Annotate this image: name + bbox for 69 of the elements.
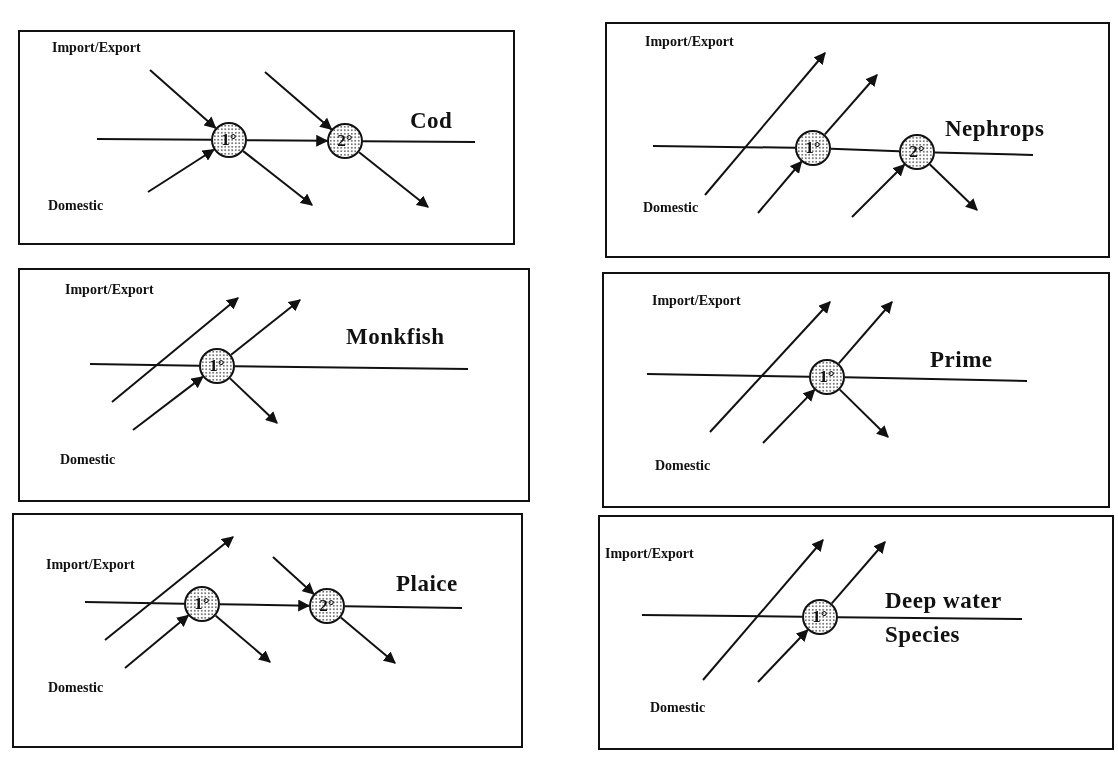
flow-label: Import/Export [46, 557, 135, 573]
species-label: Prime [930, 346, 994, 374]
flow-arrow [246, 134, 329, 147]
stage-circle: 2° [309, 588, 345, 624]
flow-arrow [757, 160, 803, 214]
flow-label: Domestic [60, 452, 116, 468]
flow-arrow [264, 71, 333, 131]
flow-line [830, 147, 900, 153]
flow-label: Domestic [48, 680, 104, 696]
stage-circle: 2° [327, 123, 363, 159]
flow-arrow [132, 375, 204, 431]
flow-label: Domestic [655, 458, 711, 474]
stage-circle: 2° [899, 134, 935, 170]
stage-circle: 1° [795, 130, 831, 166]
flow-label: Import/Export [65, 282, 154, 298]
species-label: Monkfish [346, 323, 446, 351]
flow-arrow [272, 556, 315, 595]
stage-circle: 1° [809, 359, 845, 395]
flow-arrow [147, 148, 215, 193]
flow-arrow [830, 541, 886, 605]
flow-label: Import/Export [605, 546, 694, 562]
stage-circle: 1° [184, 586, 220, 622]
flow-arrow [823, 74, 878, 136]
flow-line [646, 373, 810, 378]
diagram-panel [18, 268, 530, 502]
flow-line [934, 151, 1034, 156]
diagram-panel [18, 30, 515, 245]
flow-label: Domestic [48, 198, 104, 214]
species-label: Deep water Species [885, 587, 1003, 649]
stage-circle: 1° [199, 348, 235, 384]
flow-line [89, 363, 200, 367]
flow-arrow [762, 388, 816, 444]
flow-line [837, 616, 1023, 620]
flow-label: Import/Export [652, 293, 741, 309]
flow-label: Domestic [643, 200, 699, 216]
flow-line [641, 614, 803, 618]
flow-label: Import/Export [52, 40, 141, 56]
flow-line [234, 365, 469, 370]
flow-line [84, 601, 185, 605]
flow-line [652, 145, 796, 149]
diagram-panel [602, 272, 1110, 508]
species-label: Cod [410, 107, 454, 135]
flow-arrow [757, 629, 809, 683]
flow-arrow [214, 614, 271, 663]
flow-label: Import/Export [645, 34, 734, 50]
diagram-panel [598, 515, 1114, 750]
flow-arrow [358, 151, 429, 208]
flow-arrow [339, 616, 396, 664]
flow-arrow [230, 299, 301, 356]
diagram-panel [605, 22, 1110, 258]
flow-arrow [837, 301, 893, 365]
stage-circle: 1° [802, 599, 838, 635]
flow-label: Domestic [650, 700, 706, 716]
flow-arrow [928, 163, 978, 211]
diagram-panel [12, 513, 523, 748]
flow-line [844, 376, 1028, 382]
flow-arrow [219, 599, 311, 612]
flow-line [96, 138, 212, 141]
flow-arrow [124, 614, 190, 669]
stage-circle: 1° [211, 122, 247, 158]
flow-arrow [149, 69, 217, 130]
flow-arrow [242, 150, 313, 206]
flow-arrow [229, 377, 278, 424]
flow-line [362, 140, 476, 143]
species-label: Plaice [396, 570, 459, 598]
species-label: Nephrops [945, 115, 1046, 143]
flow-line [344, 605, 463, 609]
flow-arrow [838, 388, 889, 438]
flow-arrow [851, 163, 906, 218]
